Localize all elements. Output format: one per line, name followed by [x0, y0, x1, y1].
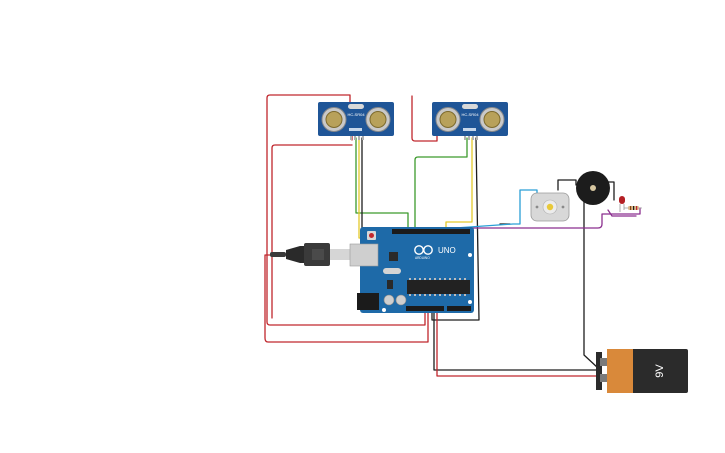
battery-label: 9V — [654, 364, 666, 378]
wire-black-sensor2[interactable] — [431, 137, 480, 321]
wire-yellow-1[interactable] — [358, 137, 441, 239]
wire-yellow-2[interactable] — [445, 137, 473, 231]
piezo-buzzer[interactable] — [576, 171, 610, 205]
wire-purple-led2[interactable] — [607, 209, 637, 217]
wire-red-left-bottom[interactable] — [264, 254, 429, 343]
arduino-model-label: UNO — [438, 246, 456, 255]
sensor-left-label: HC-SR04 — [347, 112, 365, 117]
wire-red-outer2[interactable] — [411, 95, 438, 142]
wire-red-inner[interactable] — [271, 144, 353, 319]
wire-red-outer[interactable] — [266, 94, 426, 326]
usb-cable[interactable] — [270, 243, 352, 266]
red-led[interactable] — [619, 196, 625, 212]
sensor-right-label: HC-SR04 — [461, 112, 479, 117]
wire-green-1[interactable] — [355, 137, 409, 231]
wires — [264, 94, 641, 377]
arduino-logo-icon — [414, 245, 433, 255]
wire-black-buzzer[interactable] — [557, 179, 577, 191]
wire-cyan-motor[interactable] — [449, 189, 538, 233]
arduino-uno-board[interactable]: UNO ARDUINO — [349, 227, 474, 313]
battery-9v[interactable]: 9V — [596, 349, 688, 393]
wire-black-battery[interactable] — [433, 312, 599, 371]
ultrasonic-sensor-right[interactable]: HC-SR04 — [432, 102, 508, 140]
ultrasonic-sensor-left[interactable]: HC-SR04 — [318, 102, 394, 140]
wire-green-2[interactable] — [414, 137, 468, 231]
wire-purple-led[interactable] — [451, 207, 641, 239]
wire-black-motor-battery[interactable] — [583, 187, 599, 369]
wire-red-battery[interactable] — [436, 312, 601, 377]
dc-motor[interactable] — [530, 192, 570, 222]
arduino-brand-label: ARDUINO — [415, 256, 430, 260]
resistor[interactable] — [624, 206, 642, 210]
